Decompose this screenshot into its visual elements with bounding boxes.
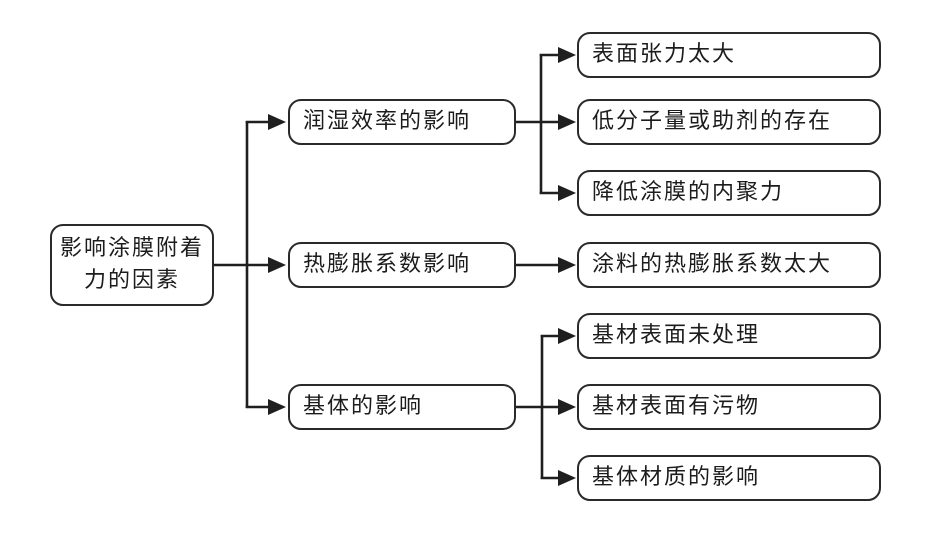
node-wetting-efficiency: 润湿效率的影响 <box>288 99 516 145</box>
arrowhead-icon <box>558 399 576 415</box>
node-surface-contaminated: 基材表面有污物 <box>577 384 881 430</box>
arrowhead-icon <box>268 114 286 130</box>
arrowhead-icon <box>268 257 286 273</box>
arrowhead-icon <box>558 185 576 201</box>
substrate-branch-connector <box>516 328 576 486</box>
trunk-connector <box>214 114 286 415</box>
arrowhead-icon <box>558 257 576 273</box>
node-thermal-expansion: 热膨胀系数影响 <box>288 242 516 288</box>
node-substrate-material: 基体材质的影响 <box>577 455 881 501</box>
node-coating-expansion-too-large: 涂料的热膨胀系数太大 <box>577 242 881 288</box>
arrowhead-icon <box>558 470 576 486</box>
arrowhead-icon <box>558 114 576 130</box>
arrowhead-icon <box>558 328 576 344</box>
node-surface-untreated: 基材表面未处理 <box>577 313 881 359</box>
thermal-branch-connector <box>516 257 576 273</box>
node-substrate-influence: 基体的影响 <box>288 384 516 430</box>
node-reduced-cohesion: 降低涂膜的内聚力 <box>577 170 881 216</box>
wetting-branch-connector <box>516 47 576 201</box>
node-low-molecular-weight: 低分子量或助剂的存在 <box>577 99 881 145</box>
node-root-adhesion-factors: 影响涂膜附着 力的因素 <box>50 224 214 306</box>
arrowhead-icon <box>268 399 286 415</box>
node-surface-tension: 表面张力太大 <box>577 32 881 78</box>
arrowhead-icon <box>558 47 576 63</box>
